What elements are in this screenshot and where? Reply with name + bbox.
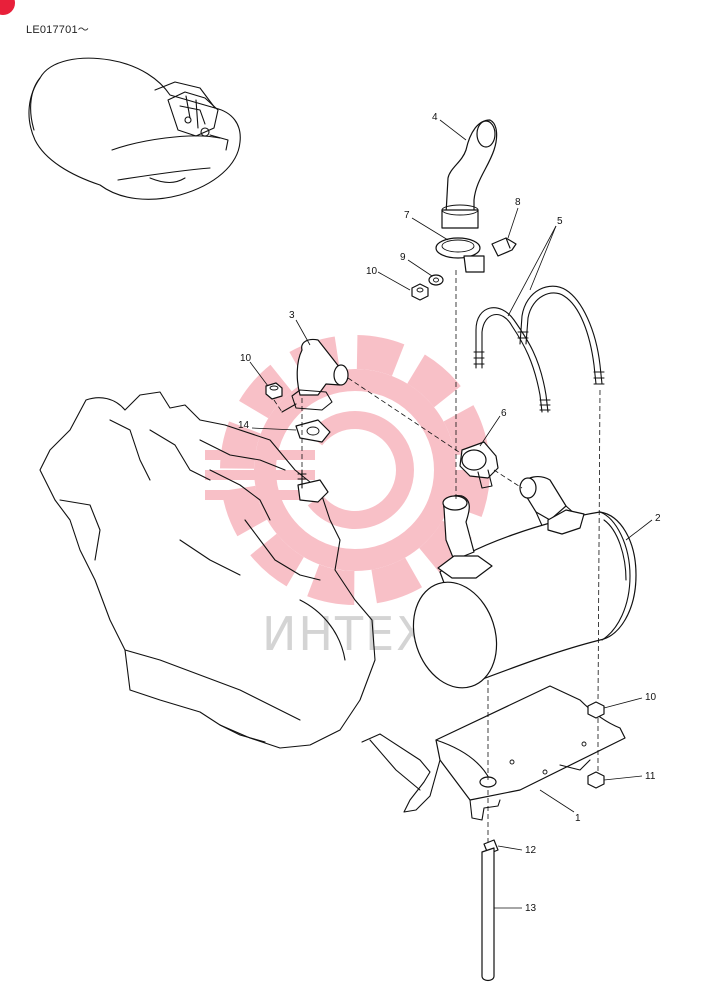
- muffler-outlet-pipe: [437, 495, 493, 579]
- tail-pipe-clamp: [435, 237, 485, 273]
- drain-hose: [481, 847, 495, 982]
- callout-9: 9: [400, 252, 406, 263]
- u-bolt-left: [473, 307, 551, 413]
- machine-overview-thumbnail: [28, 57, 241, 200]
- callout-5: 5: [557, 216, 563, 227]
- engine-block-outline: [39, 391, 376, 749]
- pipe-clamp: [459, 441, 499, 489]
- callout-3: 3: [289, 310, 295, 321]
- clamp-washer: [428, 274, 444, 286]
- clamp-nut: [411, 283, 429, 301]
- watermark-text: ИНТЕХ: [262, 607, 430, 661]
- callout-7: 7: [404, 210, 410, 221]
- callout-10-left: 10: [240, 353, 252, 364]
- nut-right-lower: [587, 771, 605, 789]
- callout-10-right-upper: 10: [645, 692, 657, 703]
- assembly-lines: [273, 270, 601, 844]
- callout-11: 10: [366, 266, 378, 277]
- callout-13: 13: [525, 903, 537, 914]
- callout-12: 12: [525, 845, 537, 856]
- callout-10-right-lower: 11: [645, 771, 656, 782]
- callout-6: 6: [501, 408, 507, 419]
- callout-2: 2: [655, 513, 661, 524]
- callout-labels: 4 7 8 9 10 5 3 10 14 6 2 10 11 1 12 13: [238, 112, 661, 914]
- corner-badge: [0, 0, 15, 15]
- watermark-logo: [205, 335, 490, 605]
- callout-leaders: [249, 119, 653, 909]
- serial-range-label: LE017701～: [26, 24, 89, 36]
- engine-detail-highlight: [167, 91, 229, 151]
- nut-right-upper: [587, 701, 605, 719]
- exhaust-gasket: [295, 419, 331, 443]
- muffler-inlet-flange: [547, 509, 585, 535]
- u-bolt-right: [517, 285, 605, 385]
- nut-left: [265, 382, 283, 400]
- muffler-bracket: [361, 685, 626, 821]
- clamp-bolt: [491, 237, 517, 257]
- muffler: [412, 511, 637, 689]
- callout-8: 8: [515, 197, 521, 208]
- exhaust-tail-pipe: [441, 119, 498, 229]
- callout-4: 4: [432, 112, 438, 123]
- manifold-flange: [297, 469, 329, 503]
- callout-14: 14: [238, 420, 250, 431]
- callout-1: 1: [575, 813, 581, 824]
